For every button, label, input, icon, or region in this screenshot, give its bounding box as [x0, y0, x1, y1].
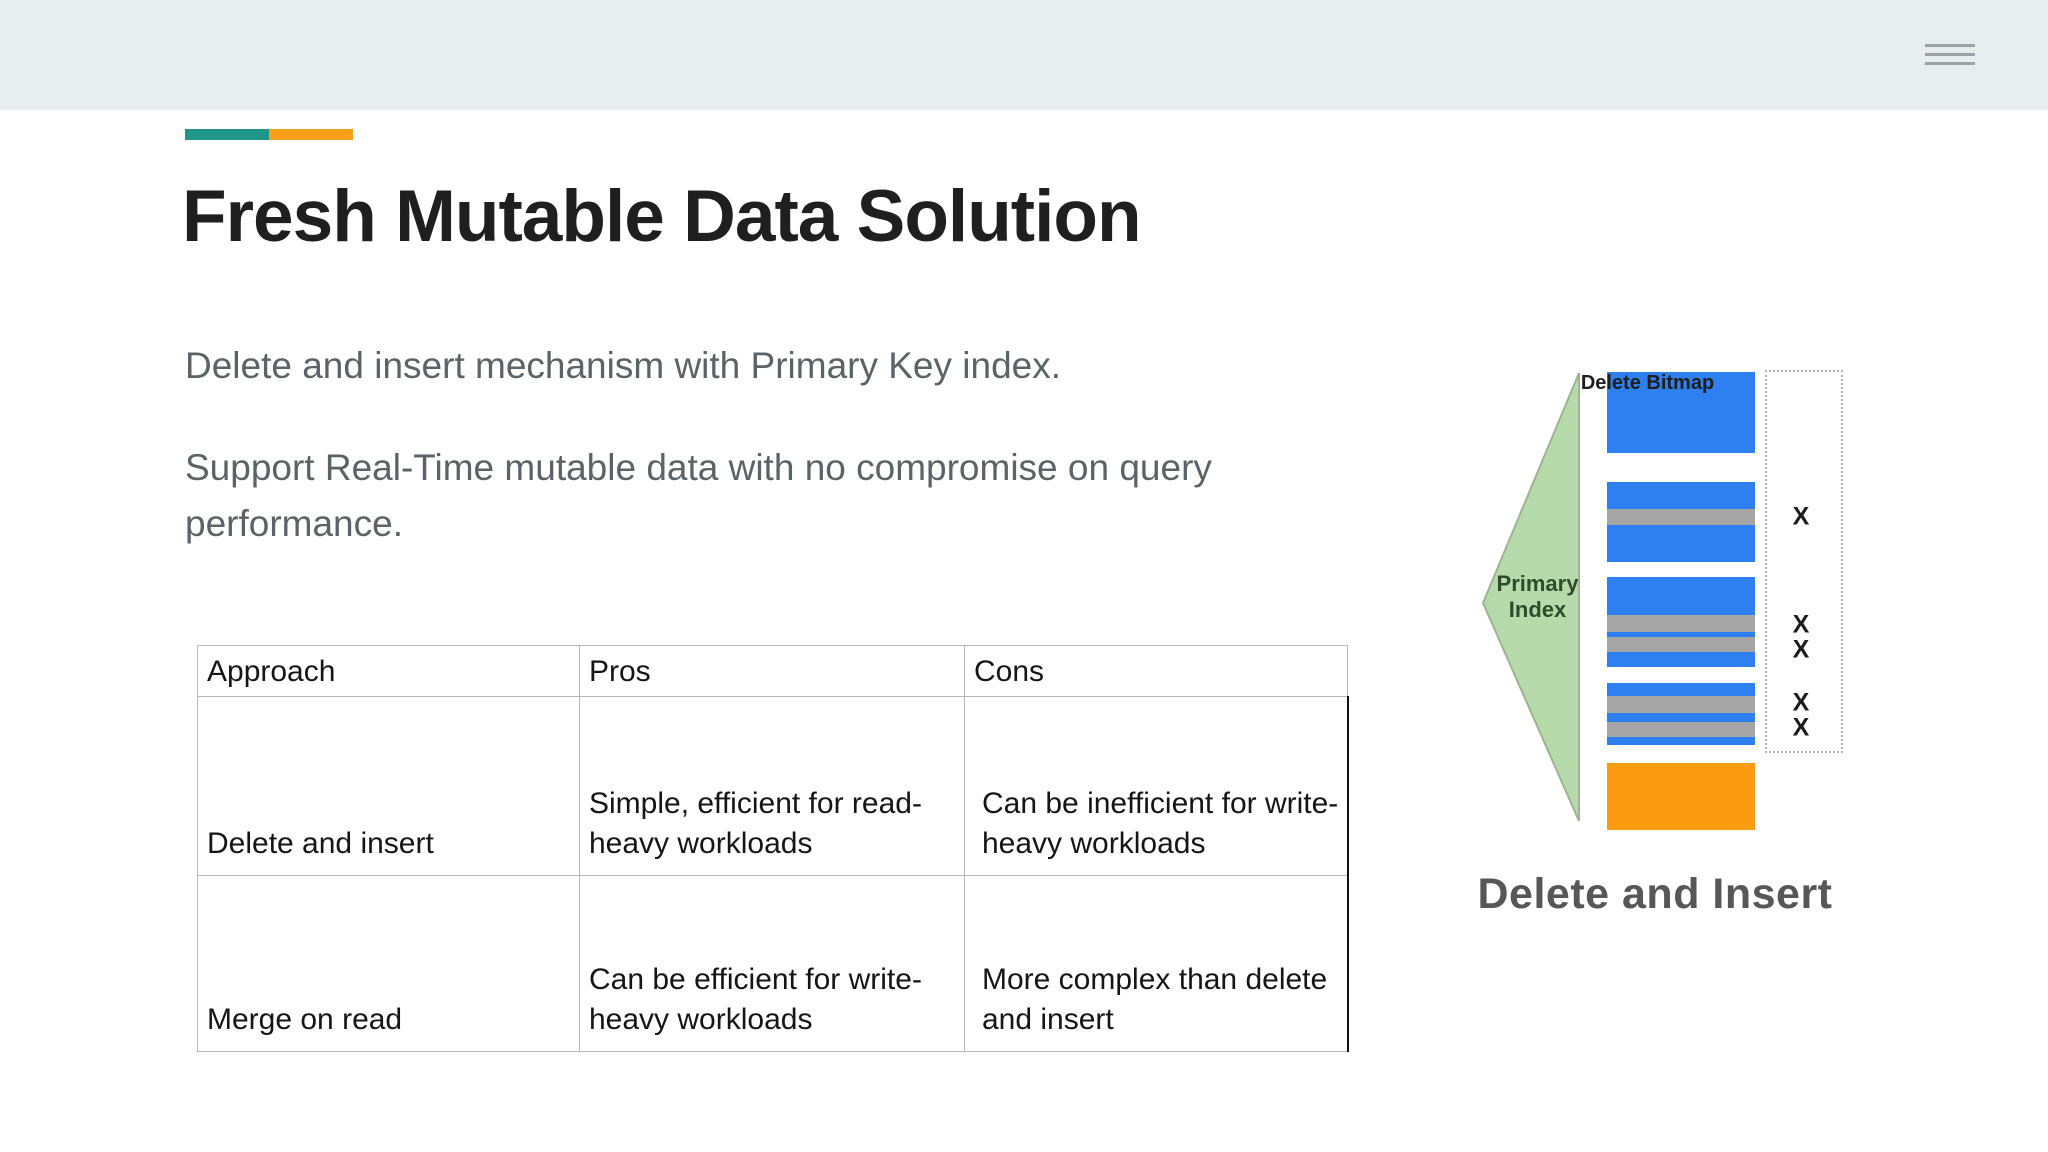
segment-row-4 — [1607, 683, 1755, 745]
segment-row-new-insert — [1607, 763, 1755, 830]
support-paragraph: Support Real-Time mutable data with no c… — [185, 447, 1212, 544]
table-header-row: Approach Pros Cons — [197, 645, 1348, 697]
segment-row-2 — [1607, 482, 1755, 562]
x-mark-2: X — [1792, 610, 1810, 639]
cell-pros: Can be efficient for write-heavy workloa… — [579, 875, 965, 1052]
x-mark-3: X — [1792, 635, 1810, 664]
delete-insert-diagram: Primary Index Delete Bitmap — [1435, 360, 1860, 960]
cell-pros: Simple, efficient for read-heavy workloa… — [579, 696, 965, 876]
top-bar — [0, 0, 2048, 110]
x-mark-1: X — [1792, 502, 1810, 531]
accent-orange-segment — [269, 129, 353, 140]
table-row-merge-on-read: Merge on read Can be efficient for write… — [197, 875, 1349, 1052]
cell-cons: Can be inefficient for write-heavy workl… — [964, 696, 1349, 876]
primary-index-label: Primary Index — [1496, 571, 1579, 622]
accent-teal-segment — [185, 129, 269, 140]
segment-row-1 — [1607, 372, 1755, 453]
diagram-caption: Delete and Insert — [1477, 870, 1833, 918]
comparison-table: Approach Pros Cons Delete and insert Sim… — [197, 645, 1349, 1052]
accent-bar — [185, 129, 353, 140]
deleted-row-stripe — [1607, 722, 1755, 737]
deleted-row-stripe — [1607, 637, 1755, 652]
deleted-row-stripe — [1607, 615, 1755, 632]
table-row-delete-and-insert: Delete and insert Simple, efficient for … — [197, 696, 1349, 876]
col-header-approach: Approach — [197, 645, 580, 697]
segment-row-3 — [1607, 577, 1755, 667]
cell-approach: Delete and insert — [197, 696, 580, 876]
x-mark-5: X — [1792, 713, 1810, 742]
hamburger-menu-icon[interactable] — [1925, 44, 1975, 65]
delete-bitmap-label: Delete Bitmap — [1580, 372, 1715, 394]
deleted-row-stripe — [1607, 509, 1755, 525]
col-header-cons: Cons — [964, 645, 1348, 697]
intro-paragraph: Delete and insert mechanism with Primary… — [185, 345, 1062, 386]
cell-approach: Merge on read — [197, 875, 580, 1052]
col-header-pros: Pros — [579, 645, 965, 697]
page-title: Fresh Mutable Data Solution — [182, 176, 1142, 257]
x-mark-4: X — [1792, 688, 1810, 717]
cell-cons: More complex than delete and insert — [964, 875, 1349, 1052]
deleted-row-stripe — [1607, 696, 1755, 713]
primary-index-triangle — [1481, 372, 1580, 822]
delete-bitmap-box — [1765, 370, 1843, 753]
